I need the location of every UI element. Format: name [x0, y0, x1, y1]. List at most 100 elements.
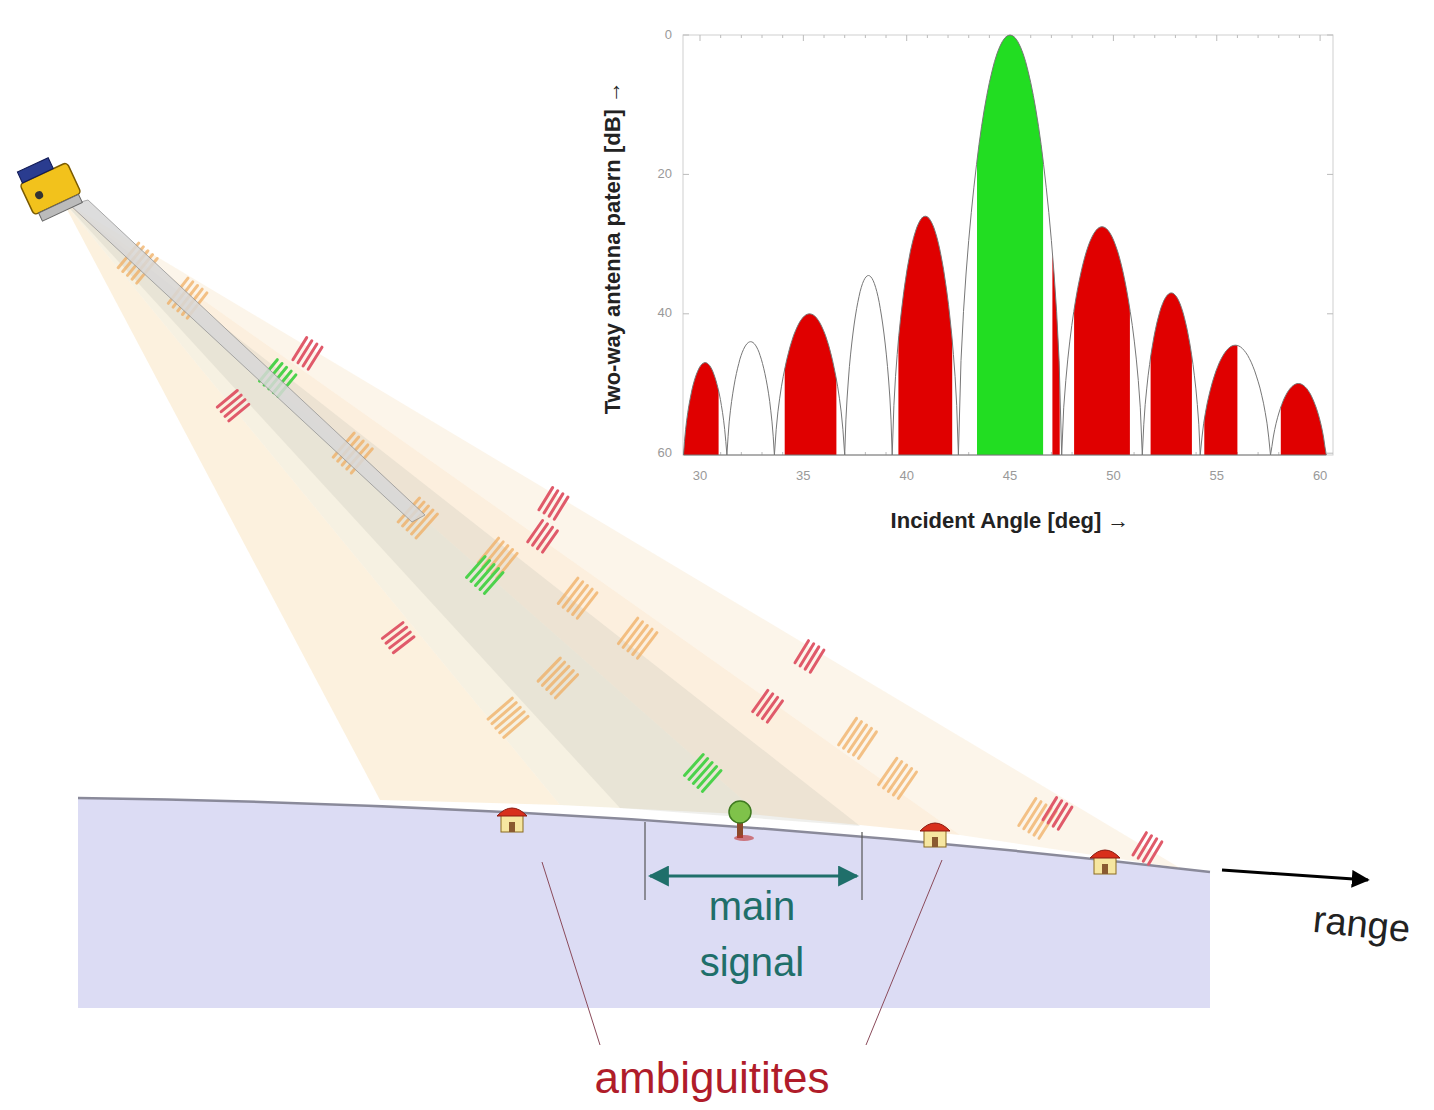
tick-label: 60: [1313, 469, 1327, 484]
tick: [803, 35, 804, 41]
tick-label: 50: [1106, 469, 1120, 484]
antenna-beam-core: [70, 200, 425, 522]
tick: [683, 35, 689, 36]
tick-label: 20: [658, 167, 672, 182]
house-roof: [920, 823, 950, 831]
pulse-mark: [1043, 798, 1057, 820]
pulse-mark: [390, 632, 411, 648]
satellite: [15, 151, 85, 223]
pattern-outline: [892, 216, 958, 455]
axis-title: Incident Angle [deg] →: [891, 508, 1130, 533]
tick: [782, 35, 783, 38]
pulse-mark: [393, 637, 414, 653]
pulse-mark: [543, 531, 558, 552]
pattern-outline: [774, 314, 844, 455]
tick: [720, 35, 721, 38]
tick: [1154, 35, 1155, 38]
lobe-fill: [785, 314, 837, 455]
house-roof: [1090, 850, 1120, 858]
house-door: [509, 822, 515, 832]
pulse-mark: [217, 391, 237, 408]
house-door: [932, 837, 938, 847]
tick: [1051, 35, 1052, 38]
tick: [906, 35, 907, 41]
leader-line: [542, 862, 600, 1045]
pulse-mark: [1133, 833, 1146, 855]
tick: [824, 35, 825, 38]
pulse-mark: [800, 644, 814, 666]
pulse-mark: [577, 593, 597, 618]
tick: [1216, 35, 1217, 41]
pattern-outline: [958, 35, 1061, 455]
tick: [844, 35, 845, 38]
pulse-mark: [538, 527, 553, 548]
tick: [683, 174, 689, 175]
bracket-line: [861, 832, 862, 900]
tick: [1299, 35, 1300, 38]
tick-label: 55: [1210, 469, 1224, 484]
pattern-outline: [727, 342, 775, 455]
pulse-mark: [293, 338, 307, 360]
tick: [1030, 35, 1031, 38]
pulse-mark: [544, 491, 558, 513]
pulse-mark: [702, 771, 721, 792]
tick: [762, 35, 763, 38]
tick: [741, 35, 742, 38]
range-label: range: [1311, 898, 1412, 952]
pulse-mark: [859, 732, 877, 759]
pulse-mark: [898, 772, 916, 798]
pulse-mark: [753, 690, 768, 711]
tick: [1134, 35, 1135, 38]
pulse-mark: [549, 494, 563, 516]
lobe-fill: [898, 216, 952, 455]
pulse-mark: [638, 633, 657, 659]
pulse-mark: [555, 675, 577, 698]
house-icon: [1090, 850, 1120, 874]
tick-label: 40: [900, 469, 914, 484]
pulse-mark: [229, 404, 249, 421]
ambiguity-label: ambiguitites: [595, 1053, 830, 1104]
pulse-mark: [1053, 804, 1067, 826]
pulse-mark: [1149, 842, 1162, 864]
tick: [989, 35, 990, 38]
house-roof: [497, 808, 527, 816]
tick: [1278, 35, 1279, 38]
pulse-mark: [533, 524, 548, 545]
pulse-mark: [1138, 836, 1151, 858]
tick: [865, 35, 866, 38]
lobe-fill: [1151, 293, 1192, 455]
pulse-mark: [298, 341, 312, 363]
tick: [1237, 35, 1238, 38]
pattern-outline: [1142, 293, 1200, 455]
tick: [1320, 35, 1321, 41]
pulse-mark: [758, 694, 773, 715]
pulse-mark: [539, 488, 553, 510]
tick: [1327, 453, 1333, 454]
pulse-mark: [504, 716, 528, 737]
tick: [1092, 35, 1093, 38]
tick: [1113, 35, 1114, 41]
pulse-mark: [805, 647, 819, 669]
pulse-mark: [386, 627, 407, 643]
pulse-mark: [1058, 807, 1072, 829]
pattern-outline: [1200, 345, 1270, 455]
pulse-mark: [484, 573, 503, 594]
tick: [683, 313, 689, 314]
main-signal-label: main signal: [677, 878, 827, 990]
main-signal-arrow: [650, 875, 857, 878]
pattern-outline: [1271, 384, 1327, 456]
tick-label: 35: [796, 469, 810, 484]
bracket-line: [644, 822, 645, 900]
pulse-mark: [767, 701, 782, 722]
house-wall: [501, 814, 523, 832]
tick-label: 30: [693, 469, 707, 484]
lobe-fill: [1074, 227, 1130, 455]
house-door: [1102, 864, 1108, 874]
tick: [1327, 313, 1333, 314]
tick: [1072, 35, 1073, 38]
pattern-outline: [845, 276, 893, 456]
tick: [700, 35, 701, 41]
tick: [1327, 174, 1333, 175]
pulse-mark: [762, 697, 777, 718]
pattern-outline: [1062, 227, 1143, 455]
